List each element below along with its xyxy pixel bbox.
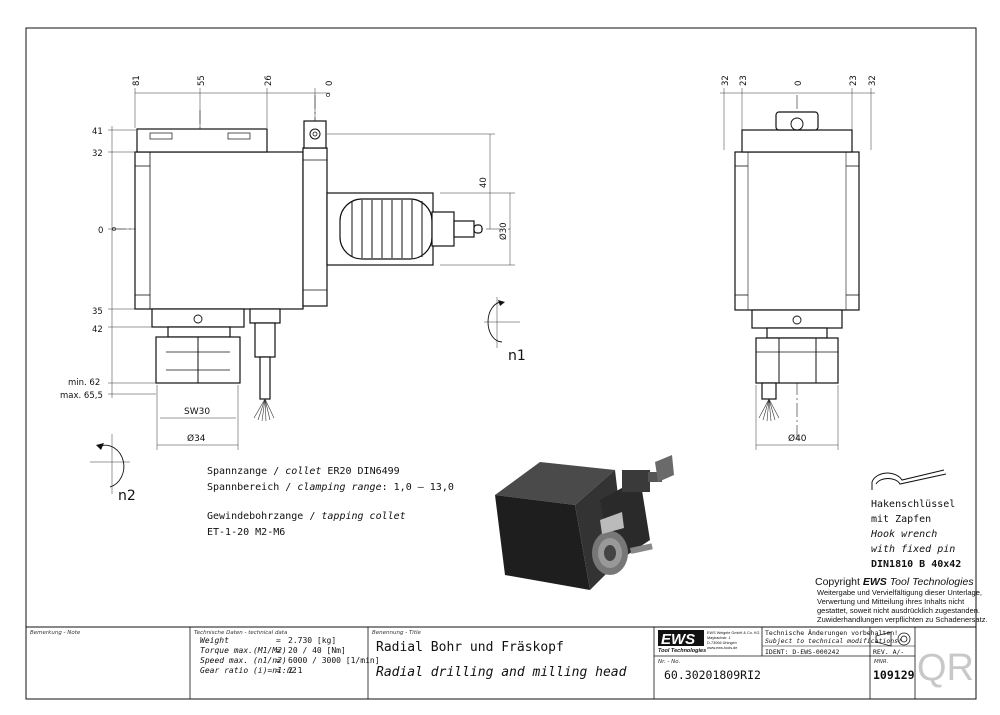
qr-placeholder: QR	[917, 647, 974, 689]
side-view: 32 23 0 23 32 Ø40	[720, 75, 878, 450]
revision: REV. A/-	[873, 648, 904, 656]
copyright-heading: Copyright EWS Tool Technologies	[815, 576, 974, 588]
company-line-4: www.ews-tools.de	[707, 646, 737, 650]
hook-wrench-symbol	[871, 469, 947, 490]
mnr-number: 109129	[873, 668, 915, 682]
change-note-de: Technische Änderungen vorbehalten!	[765, 628, 898, 637]
tech-row-torque-label: Torque max.(M1/M2)	[200, 646, 287, 655]
side-dim-top-23-right: 23	[849, 75, 859, 86]
tech-row-ratio-label: Gear ratio (i)=n1:n2	[200, 666, 297, 675]
side-dim-top-0: 0	[794, 81, 804, 86]
svg-text:Tool Technologies: Tool Technologies	[658, 648, 706, 654]
tech-row-ratio-value: 2:1	[288, 666, 303, 675]
tapping-collet-value: ET-1-20 M2-M6	[207, 527, 285, 538]
title-block: Bemerkung - Note Technische Daten - tech…	[25, 626, 977, 700]
copyright-line-2: Verwertung und Mitteilung ihres Inhalts …	[817, 597, 965, 606]
n1-label: n1	[508, 348, 526, 364]
tech-row-torque-eq: =	[276, 646, 281, 655]
tool-head-3d-render	[495, 455, 674, 590]
wrench-line-3: Hook wrench	[870, 529, 937, 540]
front-dim-top-26: 26	[264, 75, 274, 86]
side-dia40-label: Ø40	[788, 433, 807, 444]
front-dim-top-55: 55	[197, 75, 207, 86]
title-label: Benennung - Title	[372, 630, 422, 636]
front-dim-left-32: 32	[92, 149, 103, 159]
tech-row-speed-value: 6000 / 3000 [1/min]	[288, 656, 380, 665]
tech-row-ratio-eq: =	[276, 666, 281, 675]
tech-row-weight-value: 2.730 [kg]	[288, 636, 336, 645]
min-length-label: min. 62	[68, 378, 100, 388]
tech-row-weight-eq: =	[276, 636, 281, 645]
front-dim-left-35: 35	[92, 307, 103, 317]
tech-row-speed-eq: =	[276, 656, 281, 665]
clamping-range-line: Spannbereich / clamping range: 1,0 – 13,…	[207, 482, 454, 493]
wrench-line-5: DIN1810 B 40x42	[871, 559, 961, 570]
side-dim-top-32-left: 32	[721, 75, 731, 86]
wrench-line-1: Hakenschlüssel	[871, 499, 955, 510]
sw30-label: SW30	[184, 407, 210, 417]
tech-data-label: Technische Daten - technical data	[194, 630, 288, 636]
collet-notes: Spannzange / collet ER20 DIN6499 Spannbe…	[207, 466, 454, 538]
mnr-label: MNR.	[874, 659, 889, 665]
tech-row-weight-label: Weight	[200, 636, 229, 645]
svg-text:EWS: EWS	[661, 631, 695, 648]
company-line-1: EWS Weigele GmbH & Co. KG	[707, 631, 760, 635]
number-label: Nr. - No.	[658, 659, 681, 665]
rotation-n1-symbol: n1	[484, 297, 526, 364]
copyright-line-4: Zuwiderhandlungen verpflichten zu Schade…	[817, 615, 988, 624]
title-german: Radial Bohr und Fräskopf	[376, 640, 564, 655]
part-number: 60.30201809RI2	[664, 668, 761, 682]
copyright-line-1: Weitergabe und Vervielfältigung dieser U…	[817, 588, 982, 597]
wrench-line-4: with fixed pin	[871, 544, 955, 555]
front-view: 81 55 26 0 41 32 0 35 42 min. 62 max. 65…	[60, 75, 526, 504]
tech-row-speed-label: Speed max. (n1/n2)	[200, 656, 287, 665]
ident-number: IDENT: D-EWS-000242	[765, 648, 839, 656]
front-dim-left-41: 41	[92, 127, 103, 137]
title-english: Radial drilling and milling head	[376, 665, 627, 680]
dia34-label: Ø34	[187, 433, 206, 444]
front-dim-top-81: 81	[132, 75, 142, 86]
max-length-label: max. 65,5	[60, 391, 103, 401]
n2-label: n2	[118, 488, 136, 504]
front-dim-right-40: 40	[479, 177, 489, 188]
wrench-line-2: mit Zapfen	[871, 514, 931, 525]
side-dim-top-32-right: 32	[868, 75, 878, 86]
projection-symbol	[875, 631, 911, 647]
company-line-2: Maybachstr. 1	[707, 636, 731, 640]
note-label: Bemerkung - Note	[30, 630, 81, 636]
front-dim-right-dia30: Ø30	[498, 222, 509, 240]
copyright-line-3: gestattet, soweit nicht ausdrücklich zug…	[817, 606, 980, 615]
side-dim-top-23-left: 23	[739, 75, 749, 86]
change-note-en: Subject to technical modifications!	[765, 637, 902, 645]
rotation-n2-symbol: n2	[90, 434, 136, 504]
front-dim-top-0: 0	[325, 81, 335, 86]
tapping-collet-line: Gewindebohrzange / tapping collet	[207, 511, 406, 522]
ews-logo: EWS Tool Technologies	[658, 630, 706, 654]
tech-row-torque-value: 20 / 40 [Nm]	[288, 646, 346, 655]
front-dim-left-42: 42	[92, 325, 103, 335]
collet-line: Spannzange / collet ER20 DIN6499	[207, 466, 400, 477]
front-dim-left-0: 0	[98, 226, 103, 236]
company-line-3: D-73066 Uhingen	[707, 641, 737, 645]
